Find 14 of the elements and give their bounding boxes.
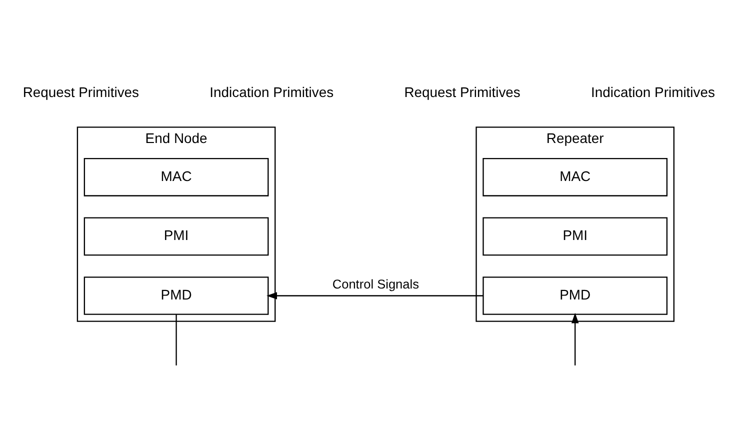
label: Request Primitives (404, 84, 520, 100)
label: Indication Primitives (591, 84, 715, 100)
node-box: MAC (84, 157, 269, 196)
node-box: PMD (482, 276, 668, 314)
label: Indication Primitives (210, 84, 334, 100)
node-box: MAC (482, 157, 668, 196)
connector (176, 314, 177, 365)
node-box: PMI (84, 216, 269, 256)
edge-label: Control Signals (332, 276, 419, 292)
node-box: PMI (482, 216, 668, 256)
node-box: PMD (84, 276, 269, 314)
arrow (571, 312, 579, 365)
label: Request Primitives (22, 84, 140, 100)
arrow (266, 292, 484, 299)
